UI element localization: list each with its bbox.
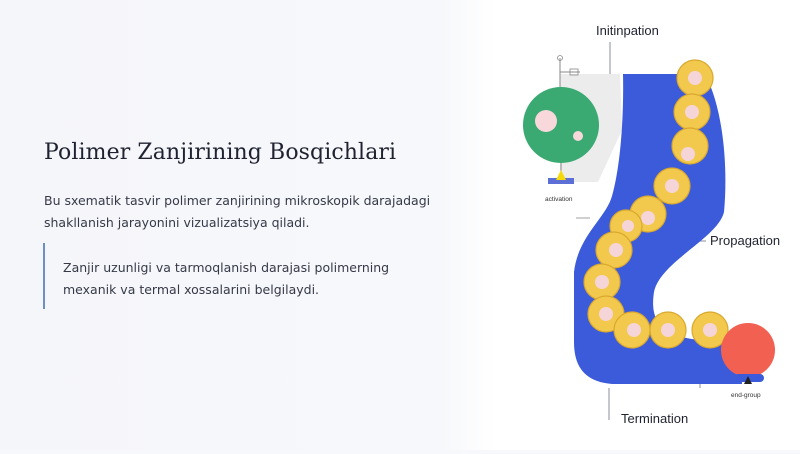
initiator-core bbox=[535, 110, 557, 132]
monomer-unit bbox=[691, 311, 729, 349]
end-group-arrow-icon bbox=[744, 376, 752, 384]
end-group-label: end-group bbox=[731, 392, 761, 399]
end-group-sphere bbox=[721, 323, 775, 377]
initiator-tick-box bbox=[569, 68, 579, 76]
activation-marker-icon bbox=[556, 170, 566, 180]
activation-base bbox=[548, 178, 574, 184]
initiation-label: Initinpation bbox=[596, 23, 659, 38]
monomer-unit bbox=[613, 311, 651, 349]
initiator-core-small bbox=[573, 131, 583, 141]
slide-title: Polimer Zanjirining Bosqichlari bbox=[44, 140, 397, 165]
polymer-chain-diagram: activation end-group Initinpation Propag… bbox=[523, 23, 780, 426]
termination-label: Termination bbox=[621, 411, 688, 426]
monomer-unit bbox=[583, 263, 621, 301]
monomer-unit bbox=[653, 167, 691, 205]
monomer-unit bbox=[671, 127, 709, 165]
text-panel: Polimer Zanjirining Bosqichlari Bu sxema… bbox=[43, 140, 445, 309]
monomer-chain bbox=[583, 59, 729, 349]
note-block: Zanjir uzunligi va tarmoqlanish darajasi… bbox=[43, 243, 445, 309]
monomer-unit bbox=[676, 59, 714, 97]
slide-description: Bu sxematik tasvir polimer zanjirining m… bbox=[44, 193, 431, 230]
note-text: Zanjir uzunligi va tarmoqlanish darajasi… bbox=[63, 260, 390, 297]
activation-label: activation bbox=[545, 196, 573, 203]
propagation-label: Propagation bbox=[710, 233, 780, 248]
monomer-unit bbox=[595, 231, 633, 269]
diagram-panel: activation end-group Initinpation Propag… bbox=[495, 0, 800, 450]
monomer-unit bbox=[649, 311, 687, 349]
initiator-sphere bbox=[523, 87, 599, 163]
monomer-unit bbox=[673, 93, 711, 131]
initiator-pivot bbox=[557, 55, 563, 61]
